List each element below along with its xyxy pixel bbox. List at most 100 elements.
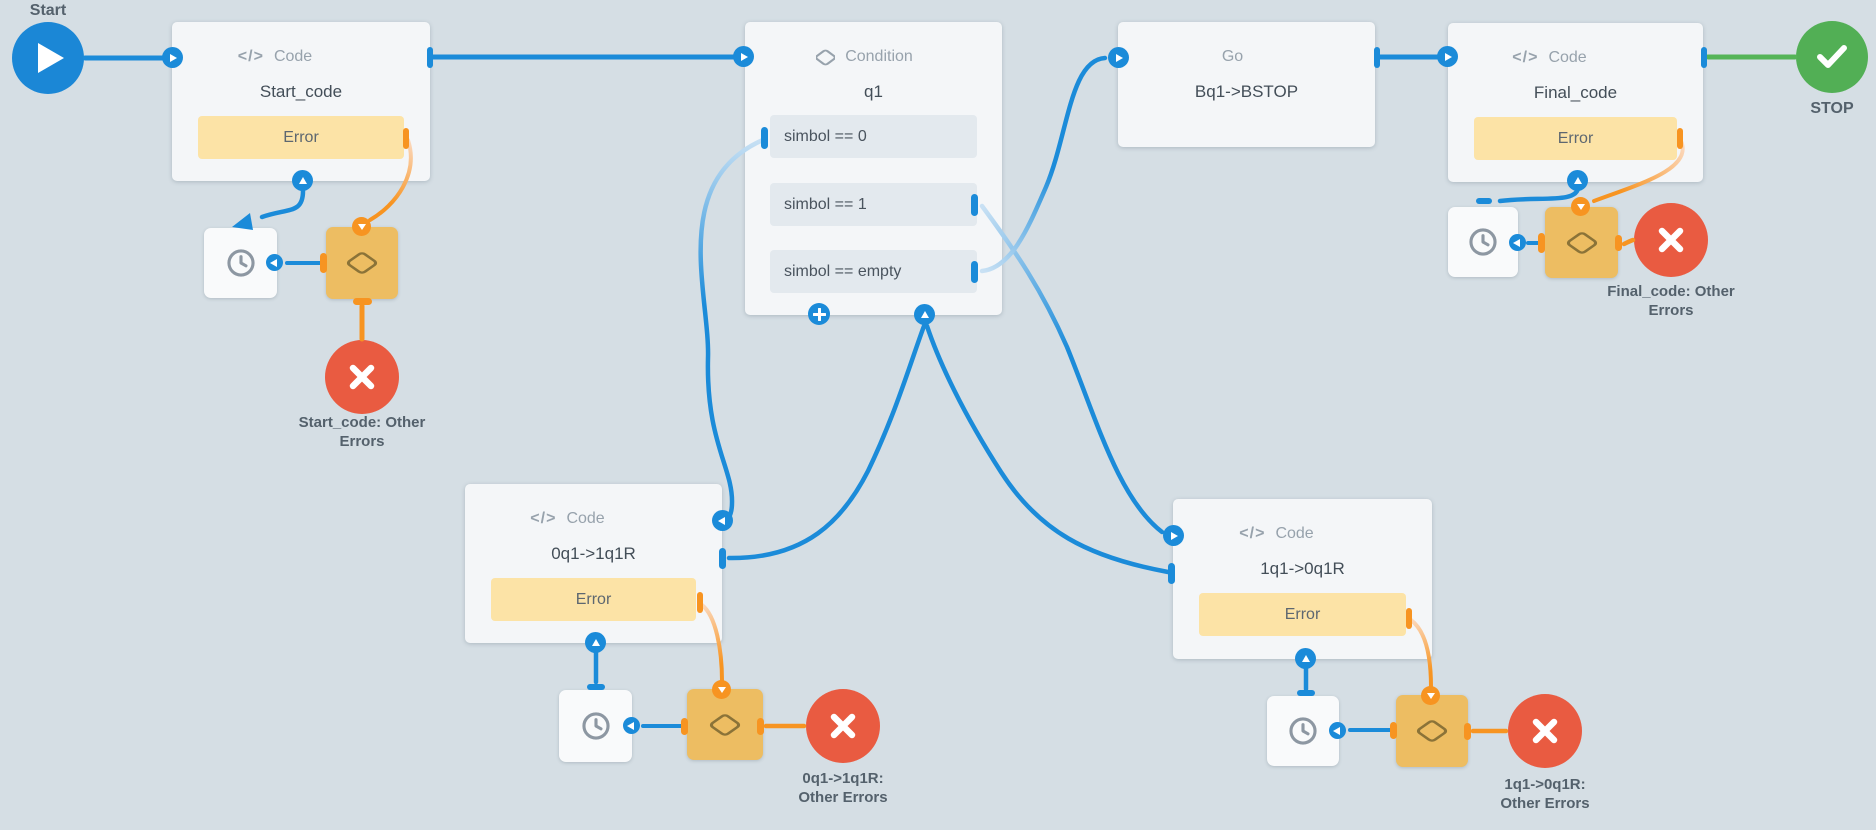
loop-input-port[interactable] xyxy=(914,304,935,325)
error-terminal-label: Start_code: Other Errors xyxy=(272,413,452,451)
clock-icon xyxy=(581,712,610,740)
catch-output-port[interactable] xyxy=(320,253,327,273)
error-output-button[interactable]: Error xyxy=(1199,593,1406,636)
node-type-header: </> Code xyxy=(172,47,430,67)
timer-node[interactable] xyxy=(204,228,277,298)
port-arrow-icon xyxy=(1445,52,1452,61)
error-label-line2: Errors xyxy=(1648,302,1694,319)
error-output-port[interactable] xyxy=(1406,608,1412,629)
error-output-port[interactable] xyxy=(697,592,703,613)
branch-row-simbol-empty[interactable]: simbol == empty xyxy=(770,250,977,293)
error-terminal-node[interactable] xyxy=(325,340,399,414)
timer-input-port[interactable] xyxy=(266,254,283,271)
node-go[interactable]: Go Bq1->BSTOP xyxy=(1118,22,1375,147)
timer-node[interactable] xyxy=(1267,696,1339,766)
error-output-button[interactable]: Error xyxy=(491,578,696,621)
loop-input-port[interactable] xyxy=(1295,648,1316,669)
node-title: Start_code xyxy=(259,82,343,101)
port-arrow-icon xyxy=(741,52,748,61)
node-title: 1q1->0q1R xyxy=(1260,559,1345,578)
x-icon xyxy=(349,364,375,390)
port-arrow-icon xyxy=(1576,204,1585,210)
port-arrow-icon xyxy=(357,224,366,230)
timer-input-port[interactable] xyxy=(623,717,640,734)
node-condition-q1[interactable]: Condition q1 simbol == 0 simbol == 1 sim… xyxy=(745,22,1002,315)
node-title: Final_code xyxy=(1533,83,1618,102)
error-filter-node[interactable] xyxy=(326,227,398,299)
input-port[interactable] xyxy=(733,46,754,67)
timer-input-port[interactable] xyxy=(1329,722,1346,739)
branch-output-port[interactable] xyxy=(971,261,978,283)
branch-row-simbol-1[interactable]: simbol == 1 xyxy=(770,183,977,226)
error-output-port[interactable] xyxy=(403,128,409,149)
add-branch-button[interactable] xyxy=(808,303,830,325)
error-filter-node[interactable] xyxy=(1396,695,1468,767)
node-start-code[interactable]: </> Code Start_code Error xyxy=(172,22,430,181)
timer-node[interactable] xyxy=(559,690,632,762)
error-output-port[interactable] xyxy=(1677,128,1683,149)
loop-input-port[interactable] xyxy=(292,170,313,191)
error-output-button[interactable]: Error xyxy=(198,116,404,159)
node-title: 0q1->1q1R xyxy=(551,544,636,563)
catch-input-port[interactable] xyxy=(1421,686,1440,705)
edge-simbol1-to-1q1 xyxy=(979,203,1165,535)
catch-input-port[interactable] xyxy=(1571,197,1590,216)
node-type-label: Code xyxy=(566,510,605,527)
node-type-label: Code xyxy=(273,48,313,65)
port-arrow-icon xyxy=(717,687,726,693)
node-0q1-1q1R[interactable]: </> Code 0q1->1q1R Error xyxy=(465,484,722,643)
start-node[interactable] xyxy=(12,22,84,94)
plus-icon xyxy=(812,307,826,321)
node-type-header: </> Code xyxy=(465,509,722,529)
timer-output-port[interactable] xyxy=(587,684,605,690)
timer-output-port[interactable] xyxy=(1297,690,1315,696)
input-port[interactable] xyxy=(162,47,183,68)
error-terminal-node[interactable] xyxy=(1508,694,1582,768)
catch-output-port[interactable] xyxy=(1615,235,1622,251)
node-1q1-0q1R[interactable]: </> Code 1q1->0q1R Error xyxy=(1173,499,1432,659)
output-port[interactable] xyxy=(1701,47,1707,68)
catch-output-port[interactable] xyxy=(681,718,688,735)
branch-row-simbol-0[interactable]: simbol == 0 xyxy=(770,115,977,158)
timer-node[interactable] xyxy=(1448,207,1518,277)
output-port[interactable] xyxy=(1168,563,1175,584)
catch-output-port[interactable] xyxy=(1538,233,1545,253)
error-terminal-node[interactable] xyxy=(1634,203,1708,277)
input-port[interactable] xyxy=(1163,525,1184,546)
port-arrow-icon xyxy=(270,258,277,267)
catch-output-port[interactable] xyxy=(1390,722,1397,739)
output-port[interactable] xyxy=(1374,47,1380,68)
edge-0q1-to-condition xyxy=(726,323,927,561)
port-arrow-icon xyxy=(298,176,307,184)
x-icon xyxy=(1532,718,1558,744)
input-port[interactable] xyxy=(1437,46,1458,67)
input-port[interactable] xyxy=(712,510,733,531)
node-type-header: Go xyxy=(1118,47,1375,67)
branch-output-port[interactable] xyxy=(971,194,978,216)
error-terminal-node[interactable] xyxy=(806,689,880,763)
check-icon xyxy=(1817,45,1847,68)
stop-node[interactable] xyxy=(1796,21,1868,93)
branch-output-port[interactable] xyxy=(761,127,768,149)
node-title: Bq1->BSTOP xyxy=(1194,82,1299,101)
timer-input-port[interactable] xyxy=(1509,234,1526,251)
input-port[interactable] xyxy=(1108,47,1129,68)
clock-icon xyxy=(1289,717,1317,745)
error-filter-node[interactable] xyxy=(1545,207,1618,278)
node-final-code[interactable]: </> Code Final_code Error xyxy=(1448,23,1703,182)
output-port[interactable] xyxy=(427,47,433,68)
edge-1q1-to-condition xyxy=(924,323,1171,575)
node-type-label: Code xyxy=(1275,525,1314,542)
loop-input-port[interactable] xyxy=(1567,170,1588,191)
output-port[interactable] xyxy=(719,548,726,569)
catch-input-port[interactable] xyxy=(352,217,371,236)
catch-input-port[interactable] xyxy=(712,680,731,699)
catch-output-port[interactable] xyxy=(757,718,764,735)
error-label-line1: 0q1->1q1R: xyxy=(802,770,884,787)
error-filter-node[interactable] xyxy=(687,689,763,760)
loop-input-port[interactable] xyxy=(585,632,606,653)
catch-output-port[interactable] xyxy=(353,298,372,305)
error-output-button[interactable]: Error xyxy=(1474,117,1677,160)
catch-output-port[interactable] xyxy=(1464,723,1471,740)
